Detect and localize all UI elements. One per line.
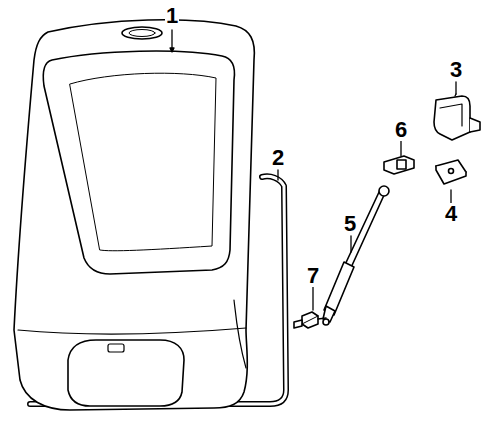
callout-number: 1 <box>165 5 179 27</box>
hinge-plate <box>436 160 466 184</box>
callout-number: 4 <box>444 203 458 225</box>
strut-bracket <box>384 156 414 174</box>
callout-number: 2 <box>271 147 285 169</box>
liftgate <box>14 20 254 410</box>
callout-number: 7 <box>306 265 320 287</box>
callout-number: 6 <box>394 119 408 141</box>
callout-number: 3 <box>449 59 463 81</box>
hinge <box>434 96 480 140</box>
leader-lines <box>170 30 456 310</box>
gas-strut <box>323 186 389 325</box>
bumper-stop <box>294 312 326 328</box>
callout-number: 5 <box>343 213 357 235</box>
